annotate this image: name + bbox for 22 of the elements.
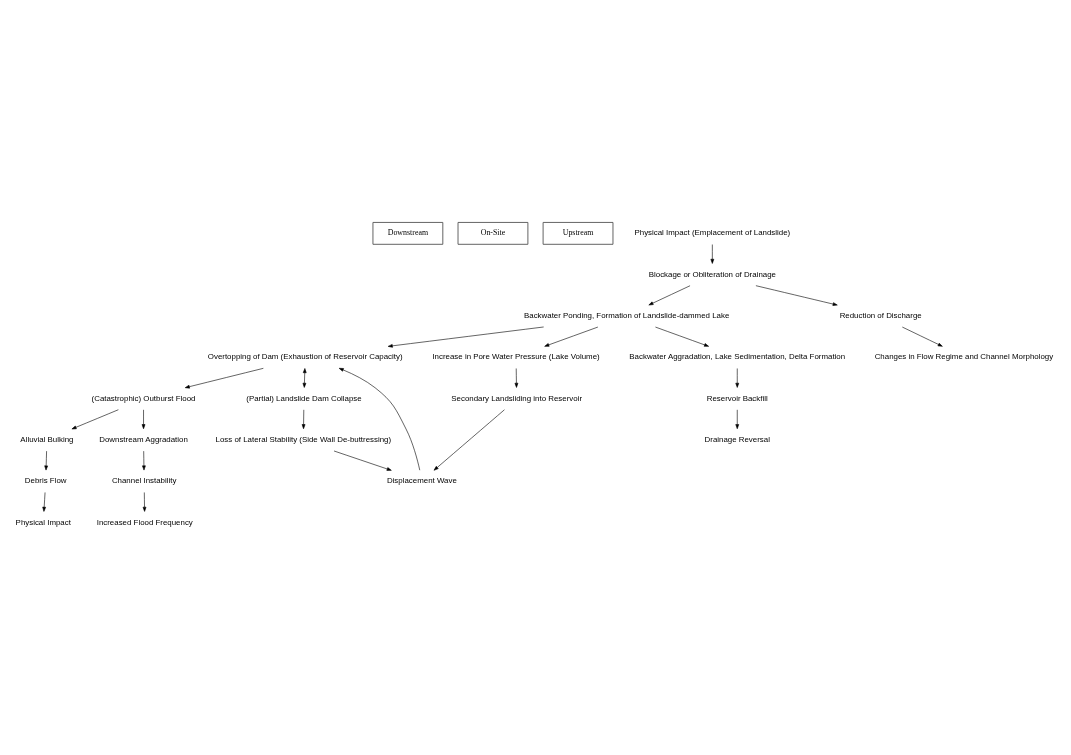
arrow	[902, 326, 943, 347]
arrow	[514, 367, 519, 388]
arrow	[544, 326, 599, 347]
arrow	[301, 409, 306, 429]
arrow	[302, 367, 307, 388]
arrow	[142, 450, 146, 470]
arrow	[141, 409, 146, 429]
arrow	[735, 409, 740, 429]
arrow	[655, 326, 709, 347]
arrow	[710, 243, 715, 264]
arrow	[338, 367, 421, 470]
arrow	[755, 284, 838, 306]
arrow	[387, 326, 544, 348]
arrow	[71, 408, 119, 429]
arrow	[433, 408, 505, 471]
arrow	[648, 284, 691, 305]
arrow	[142, 491, 147, 512]
arrow	[42, 491, 46, 512]
arrow	[184, 367, 264, 388]
arrow	[44, 450, 48, 470]
arrow	[333, 450, 392, 471]
arrow	[735, 367, 740, 388]
